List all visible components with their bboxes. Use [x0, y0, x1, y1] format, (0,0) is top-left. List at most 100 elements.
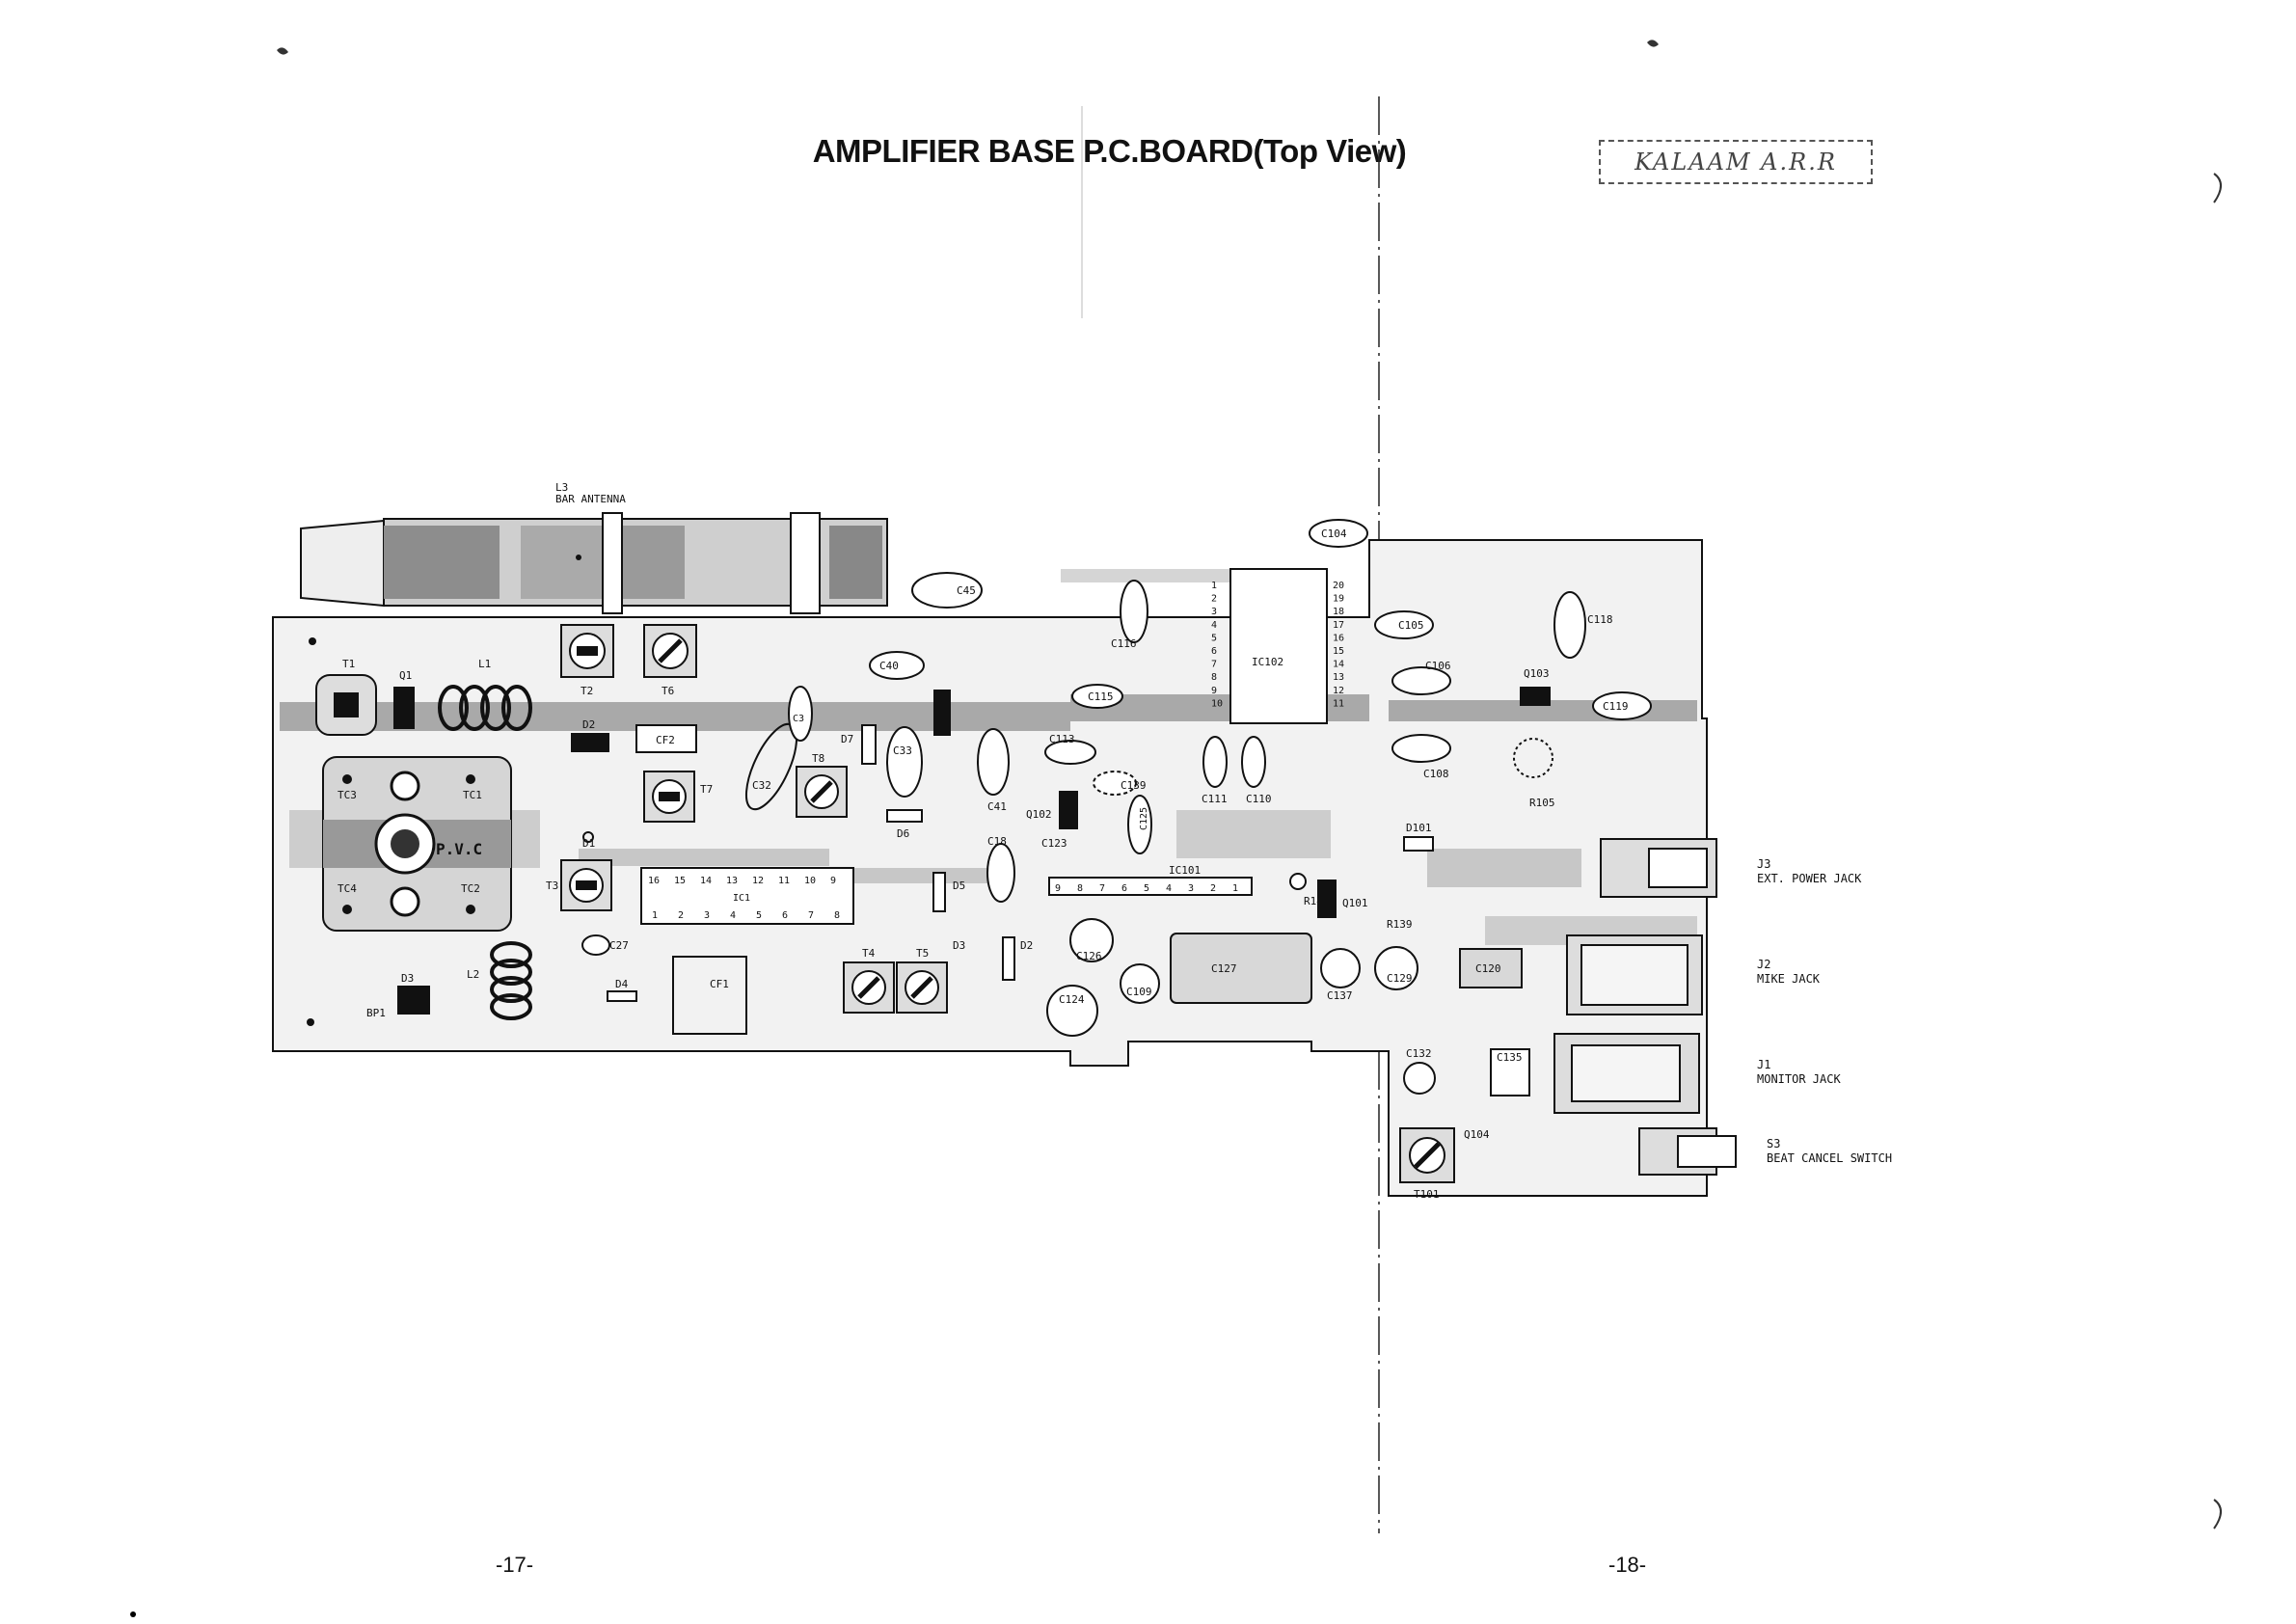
d2b-label: D2	[1020, 939, 1033, 952]
c40-label: C40	[879, 660, 899, 672]
q103-label: Q103	[1524, 667, 1550, 680]
filter-cf2	[635, 724, 697, 753]
ic1-pin-label: 16	[648, 876, 660, 886]
cap-c18	[986, 843, 1015, 903]
c123-label: C123	[1041, 837, 1067, 850]
ic102-pin-label: 6	[1211, 646, 1217, 657]
cap-c109	[1120, 963, 1160, 1004]
c132-label: C132	[1406, 1047, 1432, 1060]
ic101-pin-label: 2	[1210, 883, 1216, 894]
t101-label: T101	[1414, 1188, 1440, 1201]
binding-hole-mark	[277, 47, 288, 55]
ic1-pin-label: 2	[678, 910, 684, 921]
c41-label: C41	[987, 800, 1007, 813]
ic101-pin-label: 1	[1232, 883, 1238, 894]
r105-label: R105	[1529, 797, 1555, 809]
ic101-pin-label: 3	[1188, 883, 1194, 894]
page-number-left: -17-	[496, 1553, 534, 1577]
cap-c119	[1592, 691, 1652, 720]
edge-mark	[2213, 1499, 2222, 1529]
handwritten-stamp: KALAAM A.R.R	[1599, 140, 1873, 184]
ic102-pin-label: 5	[1211, 633, 1217, 643]
coil-l2	[490, 941, 532, 1020]
c109-label: C109	[1126, 986, 1152, 998]
ic102-pin-label: 20	[1333, 581, 1344, 591]
t8-label: T8	[812, 752, 824, 765]
pvc-label: P.V.C	[436, 840, 482, 858]
s3-name: BEAT CANCEL SWITCH	[1767, 1151, 1892, 1165]
q104-label: Q104	[1464, 1128, 1490, 1141]
q101-label: Q101	[1342, 897, 1368, 909]
c137-label: C137	[1327, 989, 1353, 1002]
tc3-label: TC3	[338, 789, 357, 801]
cap-c105	[1374, 610, 1434, 639]
transistor-q1	[393, 687, 415, 729]
ic1-pin-label: 9	[830, 876, 836, 886]
t3-label: T3	[546, 880, 558, 892]
mount-hole	[307, 1018, 314, 1026]
trimmer-t4	[843, 961, 895, 1014]
t6-label: T6	[662, 685, 674, 697]
c110-label: C110	[1246, 793, 1272, 805]
ic101-pin-label: 6	[1121, 883, 1127, 894]
diode-d101	[1403, 836, 1434, 852]
c127-label: C127	[1211, 962, 1237, 975]
cap-c41	[977, 728, 1010, 796]
cf1-label: CF1	[710, 978, 729, 990]
d3a-label: D3	[401, 972, 414, 985]
ic1-pin-label: 3	[704, 910, 710, 921]
d101-label: D101	[1406, 822, 1432, 834]
cap-c111	[1202, 736, 1228, 788]
d5-label: D5	[953, 880, 965, 892]
c106-label: C106	[1425, 660, 1451, 672]
cap-c118	[1553, 591, 1586, 659]
diode-d1	[582, 831, 594, 843]
ic102-ref: IC102	[1252, 656, 1283, 668]
antenna-name: BAR ANTENNA	[555, 493, 626, 505]
trimmer-t6	[643, 624, 697, 678]
bp1-label: BP1	[366, 1007, 386, 1019]
t7-label: T7	[700, 783, 713, 796]
trimmer-t8	[796, 766, 848, 818]
ic102-pin-label: 17	[1333, 620, 1344, 631]
c124-label: C124	[1059, 993, 1085, 1006]
trimmer-t2	[560, 624, 614, 678]
c111-label: C111	[1202, 793, 1228, 805]
cap-c139	[1093, 771, 1137, 796]
coil-t1	[315, 674, 377, 736]
cap-c113	[1044, 740, 1096, 765]
ic102-pin-label: 10	[1211, 698, 1223, 709]
j2-name: MIKE JACK	[1757, 972, 1821, 986]
diode-d2	[571, 733, 609, 752]
c113-label: C113	[1049, 733, 1075, 745]
ic1-pin-label: 15	[674, 876, 686, 886]
c118-label: C118	[1587, 613, 1613, 626]
ic101-pin-label: 8	[1077, 883, 1083, 894]
cap-c40	[869, 651, 925, 680]
c139-label: C139	[1121, 779, 1147, 792]
ic102-pin-label: 14	[1333, 660, 1344, 670]
jack-j3	[1600, 838, 1717, 898]
t2-label: T2	[581, 685, 593, 697]
ic101-pin-label: 9	[1055, 883, 1061, 894]
trimmer-t5	[896, 961, 948, 1014]
cap-c115	[1071, 684, 1123, 709]
ic102-pin-label: 7	[1211, 660, 1217, 670]
cap-c110	[1241, 736, 1266, 788]
filter-cf1	[672, 956, 747, 1035]
cap-c137	[1320, 948, 1361, 988]
cap-c104	[1309, 519, 1368, 548]
ic102-pin-label: 13	[1333, 672, 1344, 683]
r139-label: R139	[1387, 918, 1413, 931]
page-number-right: -18-	[1608, 1553, 1647, 1577]
cap-c45	[911, 572, 983, 609]
t5-label: T5	[916, 947, 929, 960]
c3x-label: C3	[793, 714, 804, 724]
s3-ref: S3	[1767, 1137, 1780, 1150]
page-title: AMPLIFIER BASE P.C.BOARD(Top View)	[812, 133, 1407, 169]
ic102-pin-label: 11	[1333, 698, 1344, 709]
cap-c129	[1374, 946, 1418, 990]
